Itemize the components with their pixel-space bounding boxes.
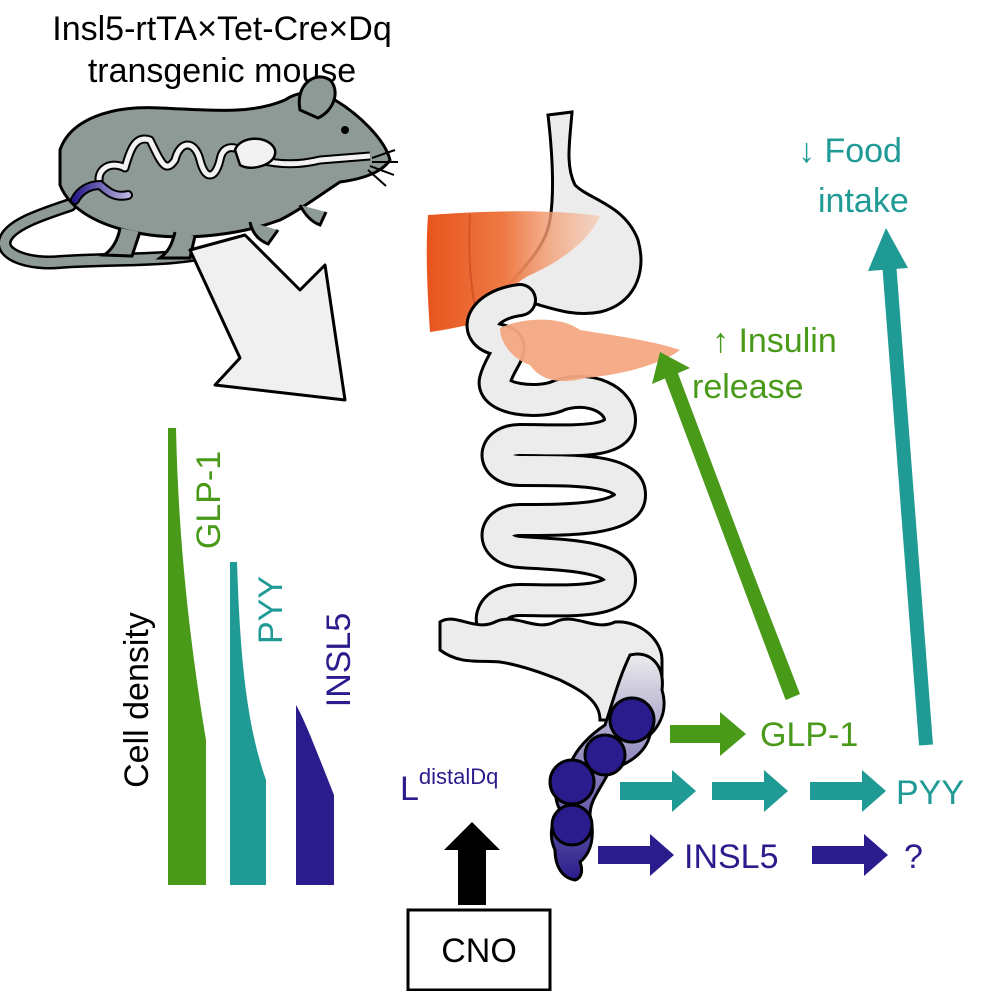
- insl5-unknown-effect: ?: [904, 838, 923, 876]
- mouse-illustration: [0, 75, 398, 270]
- glp1-density-profile: [168, 428, 206, 885]
- insulin-effect-line-1: ↑ Insulin: [712, 322, 837, 360]
- small-intestine: [468, 286, 644, 644]
- glp1-density-label: GLP-1: [190, 451, 228, 549]
- pyy-density-profile: [230, 562, 266, 885]
- insulin-effect-line-2: release: [692, 368, 804, 406]
- food-effect-line-1: ↓ Food: [798, 132, 902, 170]
- cno-box: [406, 908, 552, 991]
- pyy-density-label: PYY: [252, 576, 290, 644]
- pancreas: [500, 319, 680, 382]
- pyy-to-food-arrow: [882, 261, 933, 746]
- glp1-output-label: GLP-1: [760, 716, 858, 754]
- title-line-1: Insl5-rtTA×Tet-Cre×Dq: [52, 10, 391, 48]
- cno-activation-arrow: [444, 822, 500, 905]
- pyy-cascade-arrows: [620, 770, 886, 812]
- gi-tract: [426, 110, 680, 882]
- insl5-release-arrow: [598, 834, 674, 876]
- insl5-density-profile: [296, 705, 334, 885]
- pyy-output-label: PYY: [896, 774, 964, 812]
- insl5-output-label: INSL5: [684, 838, 779, 876]
- cell-density-label: Cell density: [118, 612, 156, 788]
- insl5-density-label: INSL5: [320, 613, 358, 708]
- food-effect-line-2: intake: [818, 182, 909, 220]
- insl5-downstream-arrow: [812, 834, 888, 876]
- zoom-arrow: [188, 233, 347, 402]
- glp1-release-arrow: [670, 712, 746, 756]
- cno-label: CNO: [441, 932, 517, 970]
- density-panel: Cell density GLP-1 PYY INSL5: [118, 428, 358, 885]
- l-cell-label: LdistalDq: [400, 764, 498, 808]
